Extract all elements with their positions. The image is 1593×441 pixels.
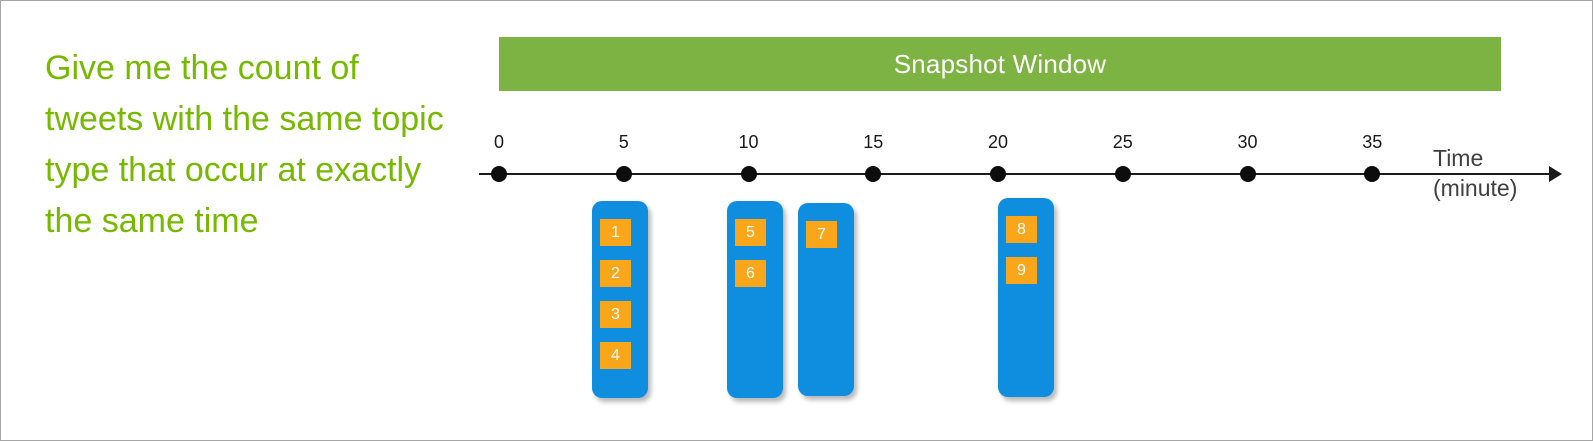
event-tile[interactable]: 5 (735, 219, 766, 246)
event-tile[interactable]: 2 (600, 260, 631, 287)
column-t10-b[interactable]: 7 (798, 203, 854, 396)
tick-dot-icon (865, 166, 882, 182)
axis-title-line1: Time (1433, 145, 1484, 171)
tick-label: 15 (863, 132, 884, 152)
tick-label: 30 (1237, 132, 1258, 152)
tick-dot-icon (740, 166, 757, 182)
snapshot-window-label: Snapshot Window (893, 48, 1107, 79)
column-t5[interactable]: 1 2 3 4 (592, 201, 648, 398)
snapshot-window-bar: Snapshot Window (499, 37, 1501, 91)
timeline-axis-line (479, 173, 1557, 175)
tick-label: 5 (618, 132, 629, 152)
axis-title-line2: (minute) (1433, 175, 1518, 201)
event-tile[interactable]: 9 (1006, 257, 1037, 284)
tick-dot-icon (1364, 166, 1381, 182)
tick-label: 10 (738, 132, 759, 152)
event-tile[interactable]: 1 (600, 219, 631, 246)
tick-dot-icon (1239, 166, 1256, 182)
tick-label: 0 (493, 132, 504, 152)
event-tile[interactable]: 4 (600, 342, 631, 369)
event-tile[interactable]: 8 (1006, 216, 1037, 243)
tick-dot-icon (491, 166, 507, 182)
event-tile[interactable]: 7 (806, 221, 837, 248)
tick-label: 20 (987, 132, 1009, 152)
timeline-arrow-icon (1549, 166, 1562, 182)
event-tile[interactable]: 3 (600, 301, 631, 328)
axis-title: Time (minute) (1433, 143, 1563, 203)
tick-label: 35 (1362, 132, 1383, 152)
question-caption: Give me the count of tweets with the sam… (45, 49, 444, 240)
tick-dot-icon (1114, 166, 1131, 182)
tick-dot-icon (615, 166, 632, 182)
tick-label: 25 (1112, 132, 1133, 152)
event-tile[interactable]: 6 (735, 260, 766, 287)
tick-dot-icon (990, 166, 1006, 182)
